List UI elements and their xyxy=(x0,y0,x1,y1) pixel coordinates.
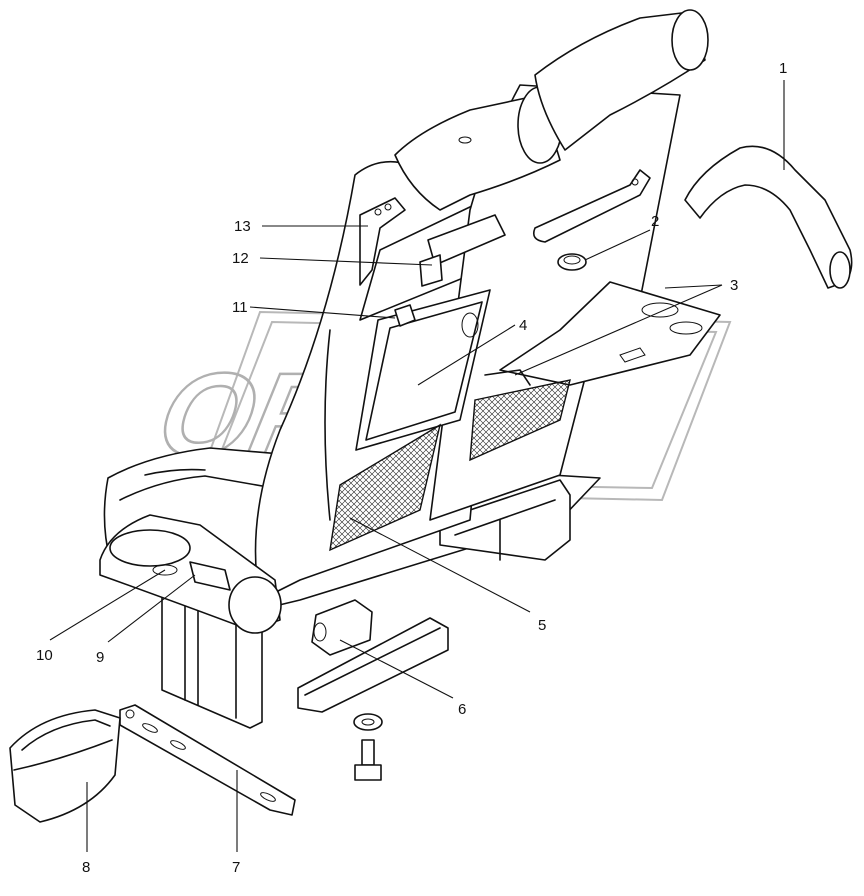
armrest xyxy=(99,514,282,634)
callout-6: 6 xyxy=(458,701,466,718)
callout-5: 5 xyxy=(538,617,546,634)
seat-handle xyxy=(359,197,506,327)
side-handle xyxy=(684,145,853,289)
callout-13: 13 xyxy=(234,218,251,235)
tray-table xyxy=(355,289,491,451)
callout-3: 3 xyxy=(730,277,738,294)
callout-9: 9 xyxy=(96,649,104,666)
callout-8: 8 xyxy=(82,859,90,876)
callout-12: 12 xyxy=(232,250,249,267)
callout-4: 4 xyxy=(519,317,527,334)
callout-1: 1 xyxy=(779,60,787,77)
mounting-bracket xyxy=(119,704,296,816)
callout-11: 11 xyxy=(232,299,248,316)
rear-pedestal xyxy=(439,479,571,561)
callouts: 1 2 3 4 5 6 7 8 9 10 11 12 13 xyxy=(36,60,787,876)
callout-10: 10 xyxy=(36,647,53,664)
leader-lines xyxy=(49,80,785,852)
coat-hook xyxy=(557,253,587,271)
callout-7: 7 xyxy=(232,859,240,876)
floor-rail xyxy=(297,599,449,713)
cup-holder xyxy=(9,709,121,823)
headrest-cushions xyxy=(394,9,709,211)
callout-2: 2 xyxy=(651,213,659,230)
magazine-nets xyxy=(329,369,571,552)
grab-rail xyxy=(532,169,651,243)
bolt-and-washer xyxy=(353,713,383,781)
